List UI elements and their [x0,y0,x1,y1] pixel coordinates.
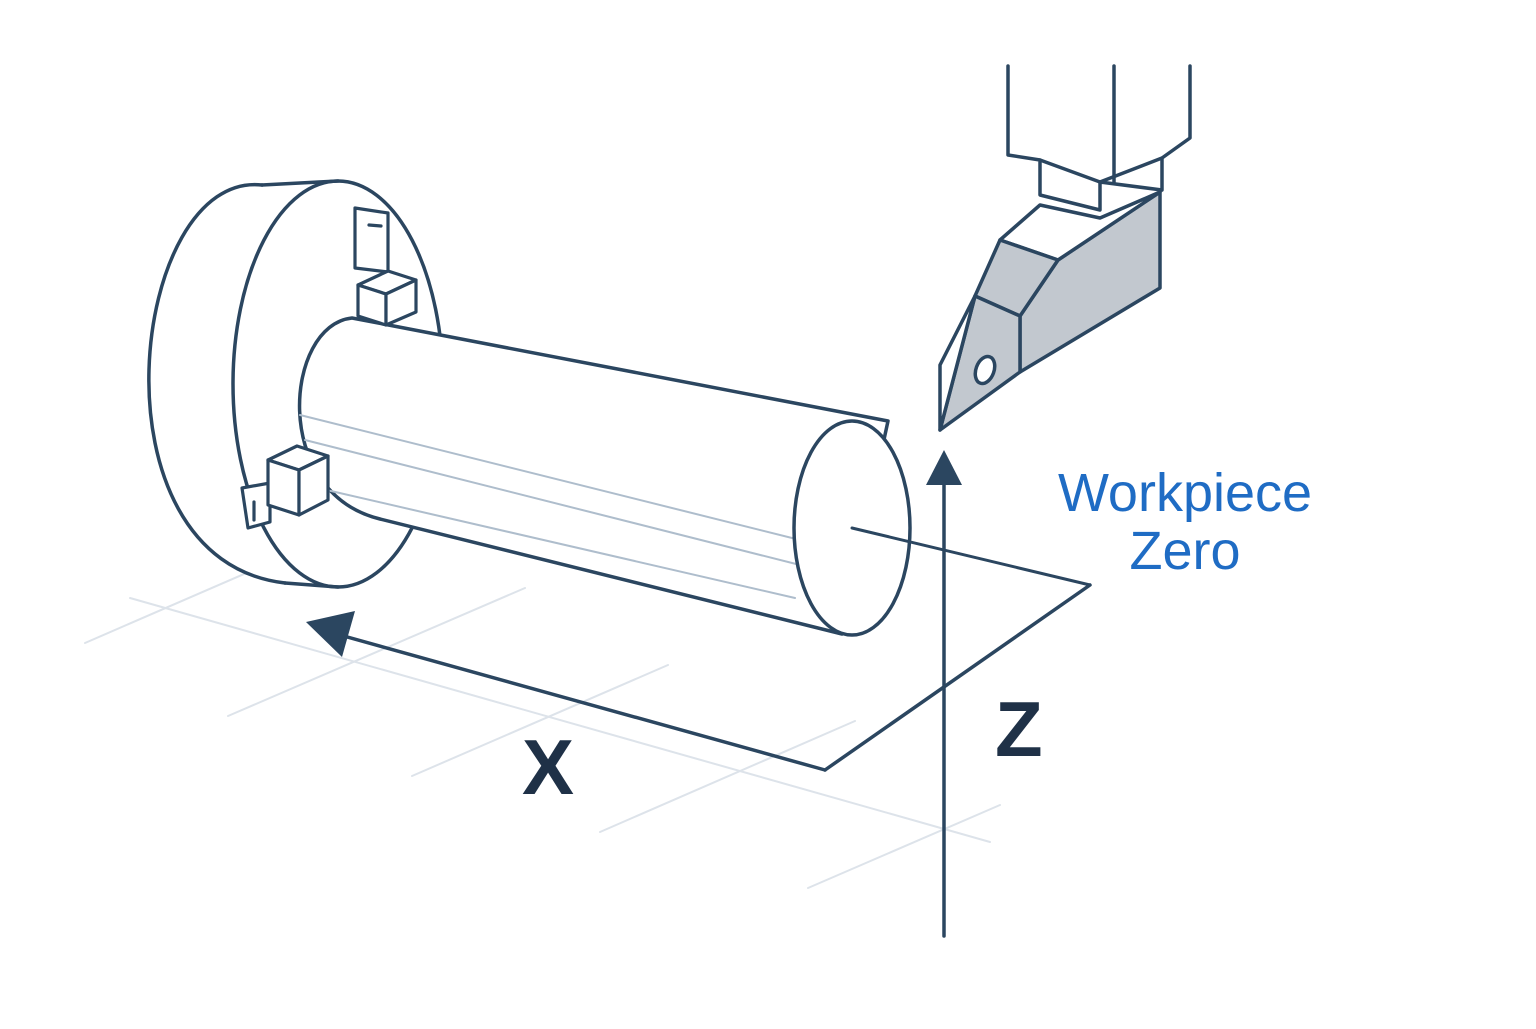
shaft-highlight [299,414,801,599]
workpiece-zero-leader [850,526,1092,587]
axis-lines [338,473,1092,938]
workpiece-shaft [297,316,1092,637]
workpiece-zero-label: Workpiece Zero [1030,464,1340,581]
cutting-tool-icon [938,64,1192,432]
workpiece-zero-line2: Zero [1129,521,1241,582]
z-axis-label: Z [995,685,1043,773]
chuck-jaw-top [353,206,418,327]
x-axis-line [338,633,827,772]
insert-screw [973,354,997,386]
insert-top [938,294,977,432]
turret-post [1006,64,1192,212]
axis-base-lines [823,583,1092,772]
chuck-jaw-bottom [240,444,330,530]
x-axis-arrowhead [306,611,355,657]
floor-grid [84,514,1001,889]
z-axis-arrowhead [926,450,962,485]
workpiece-zero-line1: Workpiece [1057,463,1313,523]
x-axis-label: X [522,723,575,811]
